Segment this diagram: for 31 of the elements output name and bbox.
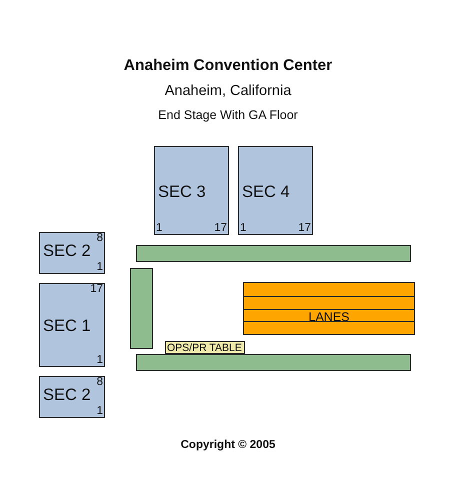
section-name: SEC 2 (43, 243, 91, 260)
section-name: SEC 4 (242, 184, 290, 200)
section-name: SEC 2 (43, 387, 91, 404)
venue-title: Anaheim Convention Center (124, 58, 332, 74)
seating-section (154, 146, 229, 235)
row-number: 1 (96, 406, 103, 417)
row-number: 1 (156, 222, 162, 234)
row-number: 17 (90, 284, 103, 296)
row-number: 1 (240, 222, 246, 234)
barrier-bar (130, 268, 153, 349)
section-name: SEC 3 (158, 184, 206, 200)
area-label: OPS/PR TABLE (167, 343, 242, 354)
barrier-bar (136, 354, 411, 371)
lanes-area (243, 282, 415, 335)
stage-configuration: End Stage With GA Floor (158, 109, 298, 122)
copyright-notice: Copyright © 2005 (180, 440, 276, 452)
seating-section (39, 376, 105, 418)
area-label: LANES (308, 311, 350, 324)
row-number: 1 (96, 262, 103, 273)
row-number: 8 (96, 377, 103, 388)
row-number: 8 (96, 233, 103, 244)
row-number: 17 (298, 222, 311, 234)
seating-section (39, 283, 105, 367)
barrier-bar (136, 245, 411, 262)
seating-section (238, 146, 313, 235)
seating-section (39, 232, 105, 274)
venue-location: Anaheim, California (164, 84, 292, 98)
section-name: SEC 1 (43, 318, 91, 334)
row-number: 1 (96, 354, 103, 366)
row-number: 17 (214, 222, 227, 234)
ops-table (165, 341, 245, 354)
